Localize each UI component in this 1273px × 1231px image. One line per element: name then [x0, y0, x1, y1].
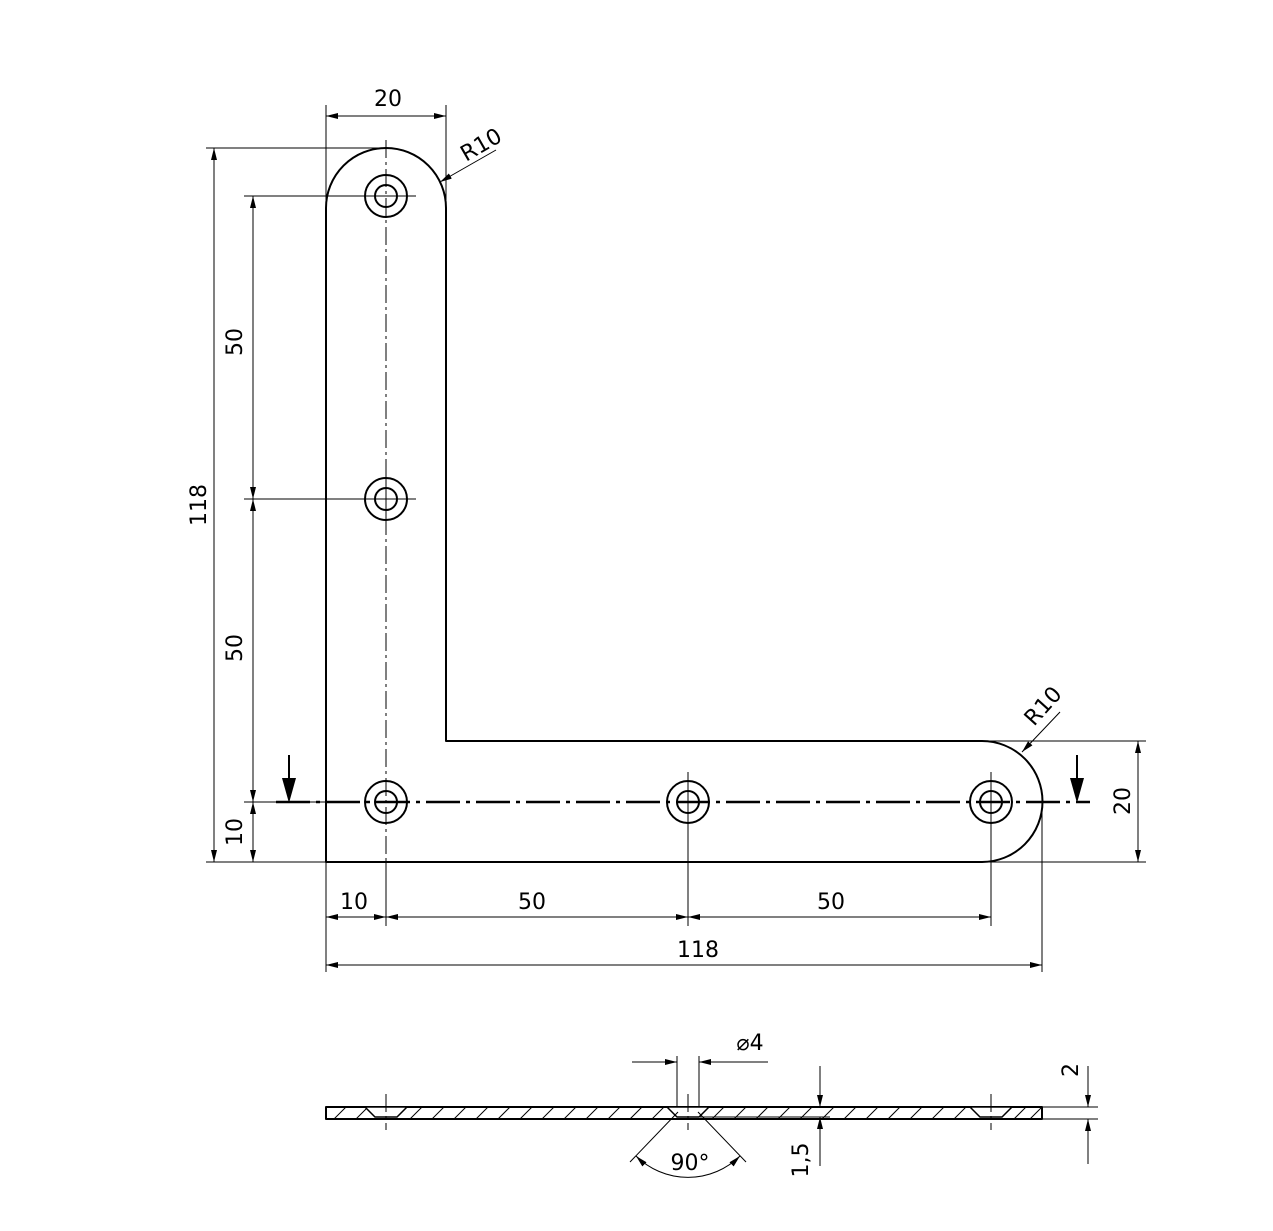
hole-right-middle: [666, 780, 710, 824]
dim-text-top-width: 20: [374, 87, 402, 112]
dim-text-edge-vertical: 10: [223, 818, 248, 846]
dim-text-spacing-right: 50: [817, 890, 845, 915]
dim-text-edge-horizontal: 10: [340, 890, 368, 915]
dim-text-width-total: 118: [677, 938, 719, 963]
dim-text-spacing-lower: 50: [223, 634, 248, 662]
dim-text-countersink-angle: 90°: [671, 1151, 710, 1176]
hole-corner: [364, 780, 408, 824]
section-arrow-right-head: [1070, 778, 1084, 803]
ext-line-angle-right: [697, 1111, 747, 1163]
section-view: [325, 1094, 1043, 1130]
leader-radius-right: [1021, 711, 1061, 753]
hole-right-end: [969, 780, 1013, 824]
dim-text-radius-top: R10: [457, 124, 507, 167]
bracket-outline: [325, 147, 1044, 863]
dim-text-height-total: 118: [187, 484, 212, 526]
dim-text-radius-right: R10: [1020, 682, 1068, 731]
section-arrow-left-head: [282, 778, 296, 803]
dim-text-hole-diameter: ⌀4: [736, 1031, 763, 1056]
hole-top: [364, 174, 408, 218]
dim-text-thickness: 2: [1059, 1063, 1084, 1077]
dim-text-spacing-upper: 50: [223, 328, 248, 356]
dim-arc-angle: [635, 1155, 741, 1178]
dim-text-countersink-depth: 1,5: [789, 1143, 814, 1178]
leader-radius-top: [439, 149, 497, 183]
dim-text-spacing-left: 50: [518, 890, 546, 915]
hole-middle: [364, 477, 408, 521]
ext-line-angle-left: [629, 1111, 679, 1163]
dim-text-arm-height: 20: [1111, 787, 1136, 815]
